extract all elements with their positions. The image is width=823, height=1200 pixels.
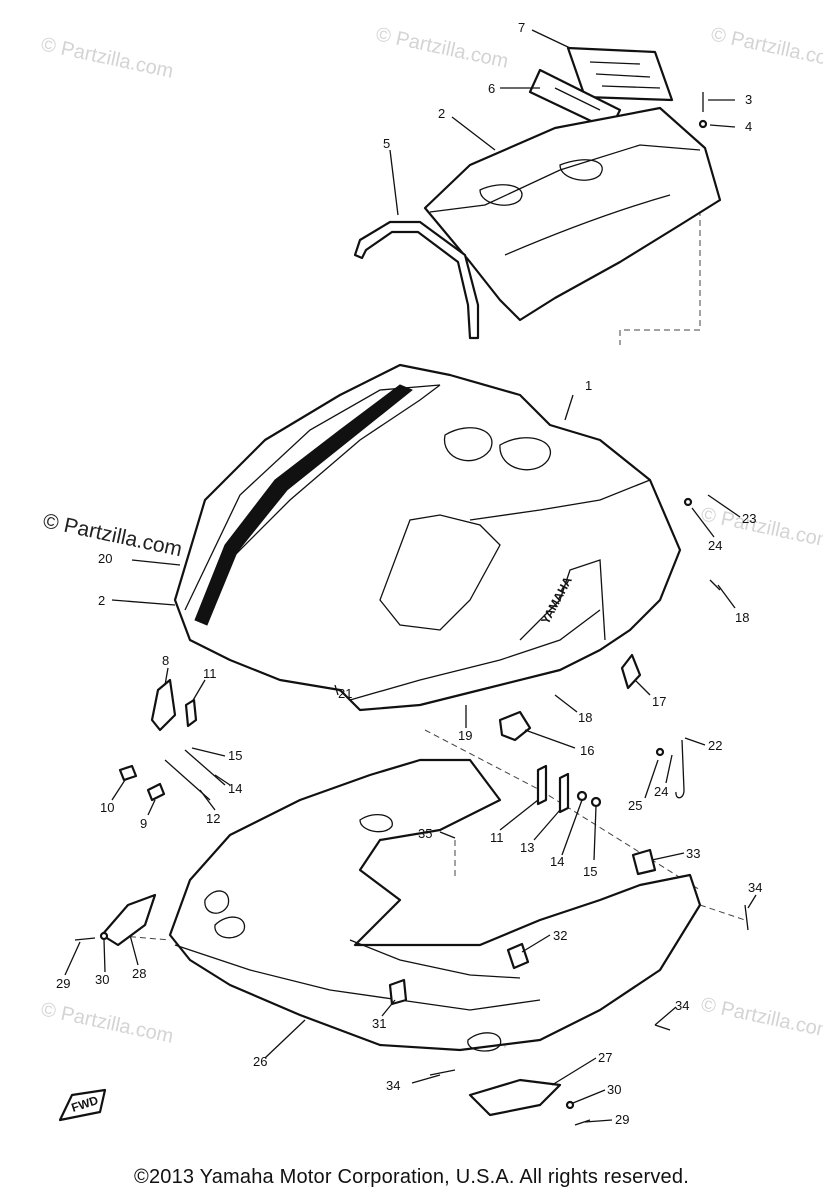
- callout-31: 31: [372, 1016, 386, 1031]
- callout-25: 25: [628, 798, 642, 813]
- watermark-text: © Partzilla.com: [699, 993, 823, 1043]
- callout-2: 2: [98, 593, 105, 608]
- grab-bar: [353, 220, 480, 340]
- callout-21: 21: [338, 686, 352, 701]
- callout-17: 17: [652, 694, 666, 709]
- callout-13: 13: [520, 840, 534, 855]
- callout-26: 26: [253, 1054, 267, 1069]
- callout-8: 8: [162, 653, 169, 668]
- callout-15: 15: [228, 748, 242, 763]
- callout-27: 27: [598, 1050, 612, 1065]
- belly-pan: [168, 758, 702, 1052]
- upper-cover: [423, 106, 722, 322]
- watermark-text: © Partzilla.com: [39, 998, 175, 1048]
- watermark-text: © Partzilla.com: [374, 23, 510, 73]
- callout-34: 34: [386, 1078, 400, 1093]
- watermark-text: © Partzilla.com: [39, 33, 175, 83]
- callout-35: 35: [418, 826, 432, 841]
- callout-24: 24: [708, 538, 722, 553]
- callout-14: 14: [228, 781, 242, 796]
- callout-29: 29: [615, 1112, 629, 1127]
- callout-30: 30: [95, 972, 109, 987]
- callout-22: 22: [708, 738, 722, 753]
- callout-34: 34: [675, 998, 689, 1013]
- callout-19: 19: [458, 728, 472, 743]
- callout-14: 14: [550, 854, 564, 869]
- callout-16: 16: [580, 743, 594, 758]
- callout-3: 3: [745, 92, 752, 107]
- callout-30: 30: [607, 1082, 621, 1097]
- callout-7: 7: [518, 20, 525, 35]
- callout-5: 5: [383, 136, 390, 151]
- callout-18: 18: [578, 710, 592, 725]
- callout-1: 1: [585, 378, 592, 393]
- callout-9: 9: [140, 816, 147, 831]
- fwd-marker: FWD: [58, 1088, 107, 1122]
- main-hood: [173, 363, 682, 712]
- hardware-parts: [74, 92, 749, 1126]
- callout-33: 33: [686, 846, 700, 861]
- callout-10: 10: [100, 800, 114, 815]
- callout-32: 32: [553, 928, 567, 943]
- callout-18: 18: [735, 610, 749, 625]
- callout-23: 23: [742, 511, 756, 526]
- callout-28: 28: [132, 966, 146, 981]
- callout-20: 20: [98, 551, 112, 566]
- callout-2: 2: [438, 106, 445, 121]
- callout-29: 29: [56, 976, 70, 991]
- callout-15: 15: [583, 864, 597, 879]
- callout-34: 34: [748, 880, 762, 895]
- callouts: 1 2 2 3 4 5 6 7 8 9 10 11 11 12 13 14 14…: [56, 20, 762, 1127]
- callout-24: 24: [654, 784, 668, 799]
- callout-11: 11: [490, 830, 504, 845]
- callout-12: 12: [206, 811, 220, 826]
- callout-4: 4: [745, 119, 752, 134]
- watermark-text: © Partzilla.com: [709, 23, 823, 73]
- emblem-plate: [566, 46, 674, 102]
- watermark-text: © Partzilla.com: [41, 509, 184, 561]
- callout-11: 11: [203, 666, 217, 681]
- callout-6: 6: [488, 81, 495, 96]
- copyright-notice: ©2013 Yamaha Motor Corporation, U.S.A. A…: [134, 1166, 689, 1188]
